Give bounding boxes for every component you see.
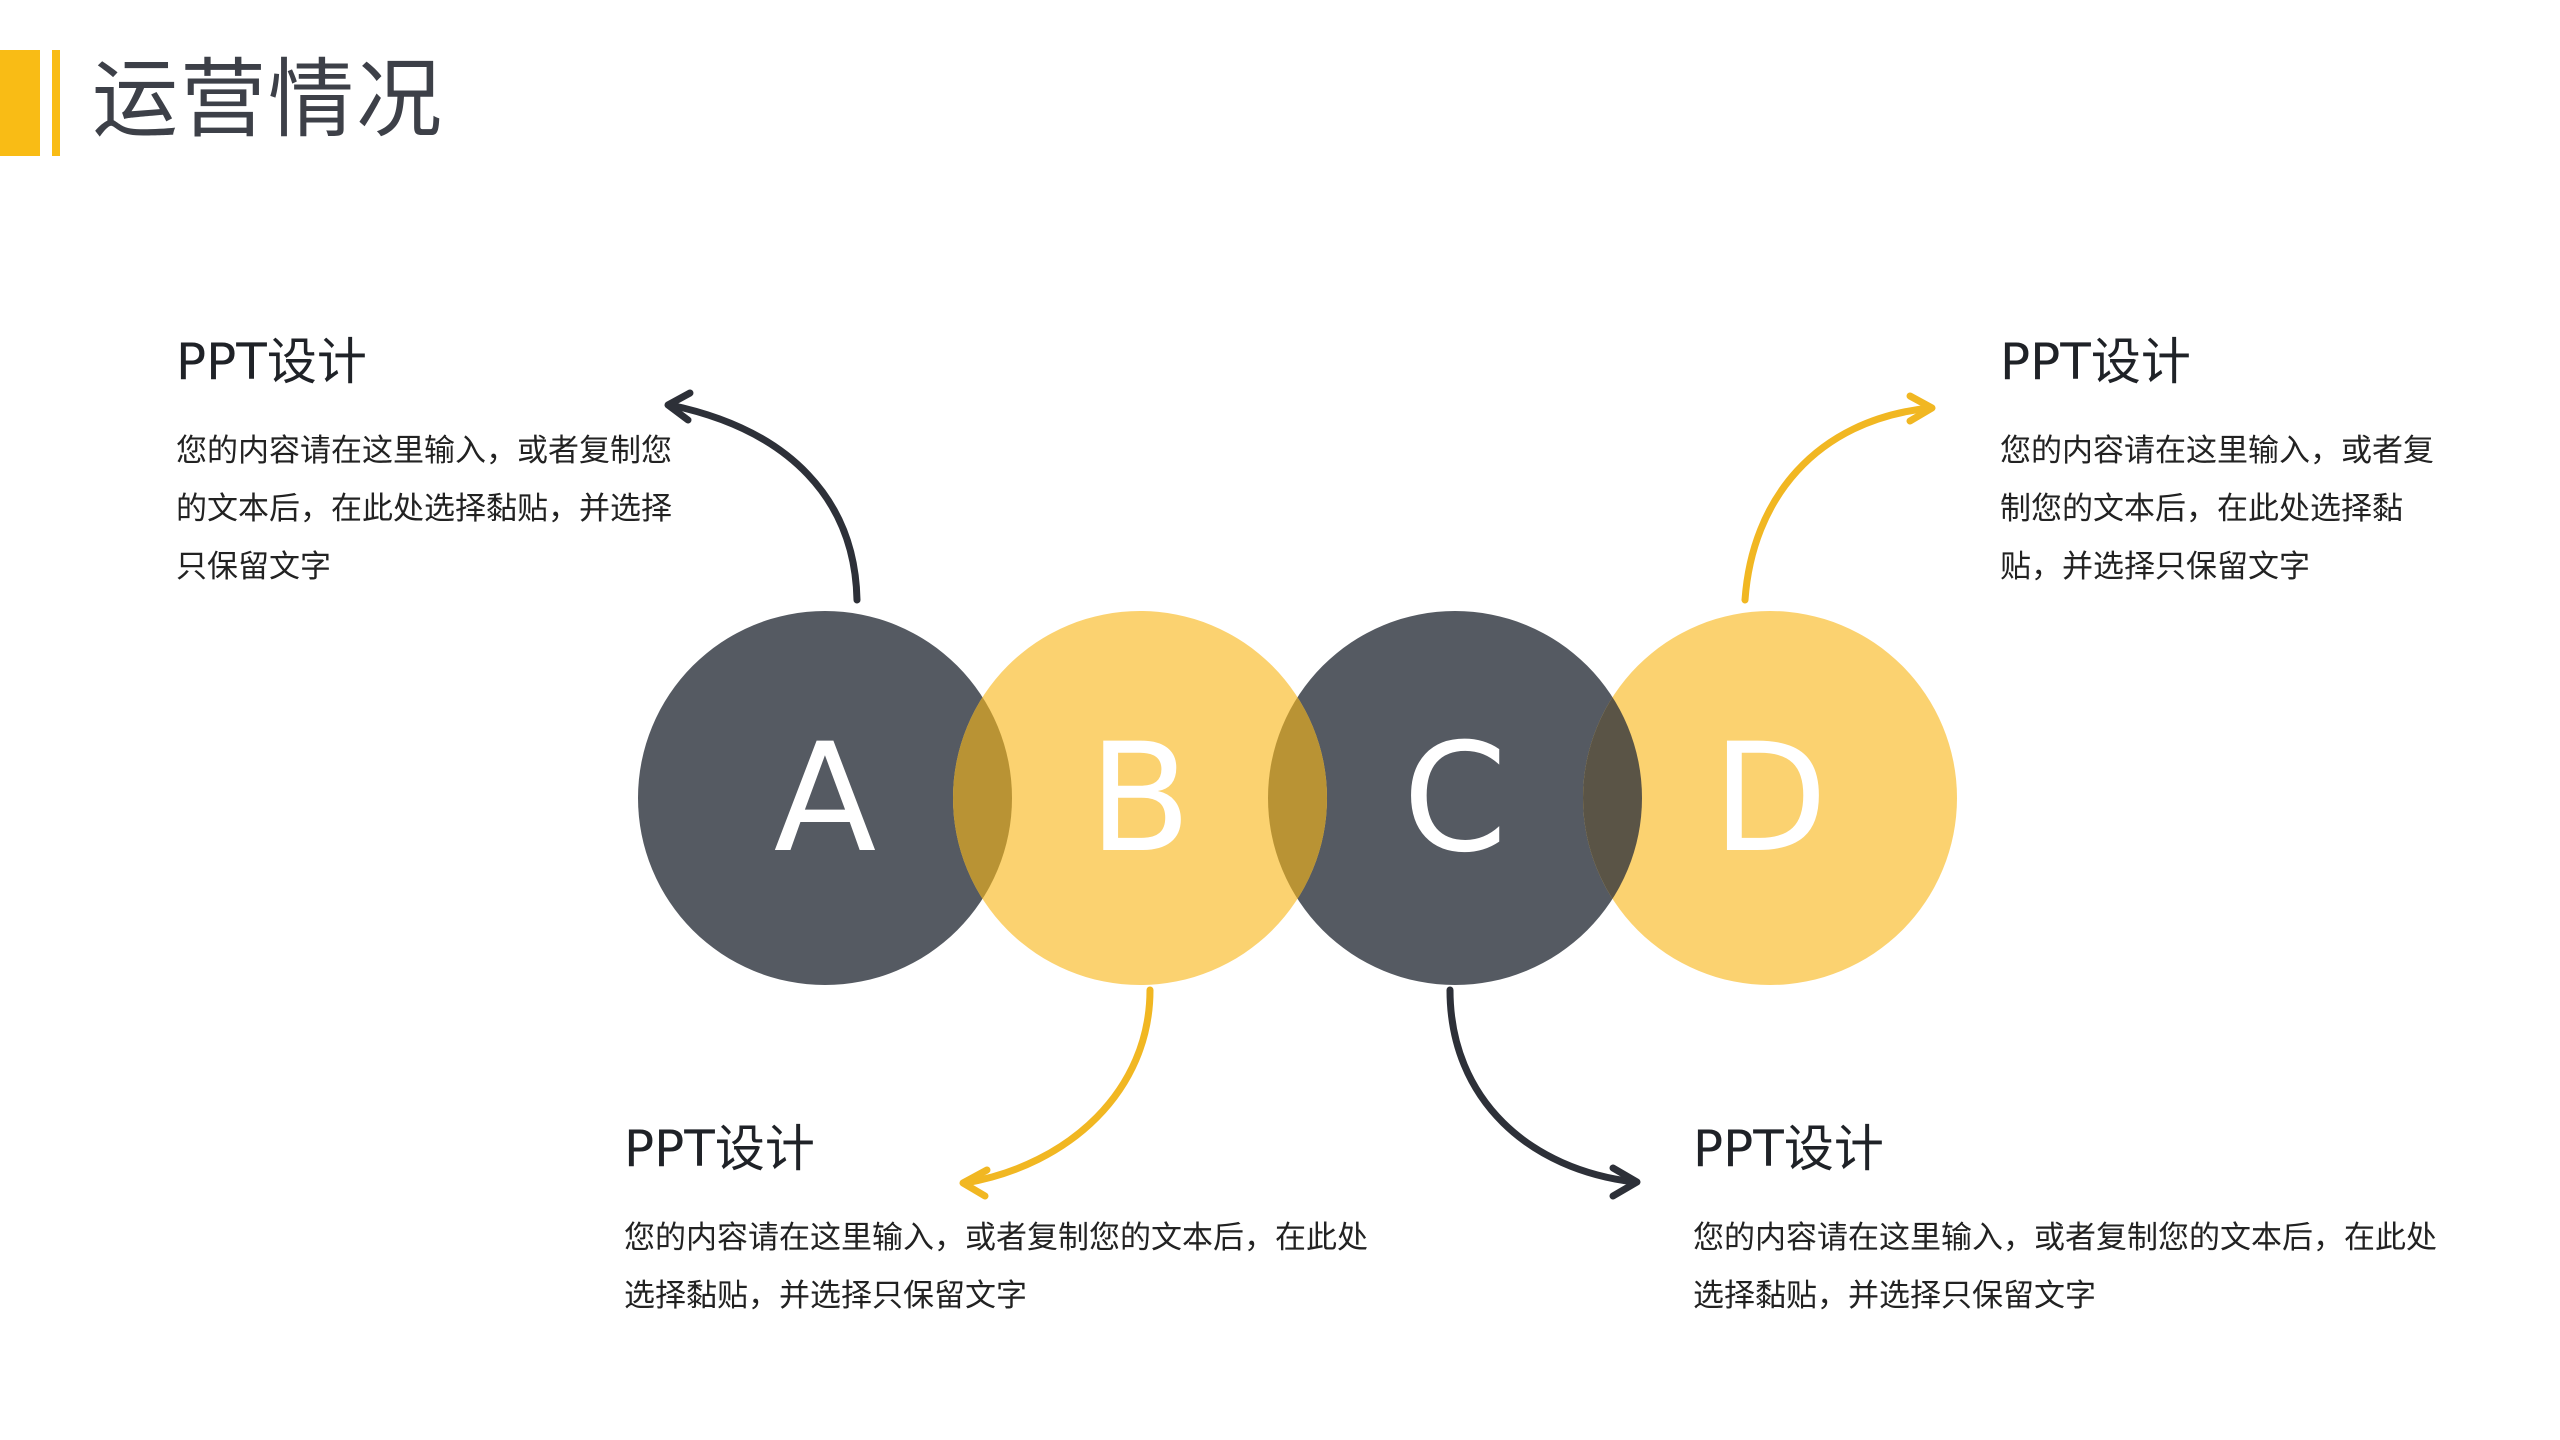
title-accent-bar <box>0 50 40 156</box>
block-b-text: 您的内容请在这里输入，或者复制您的文本后，在此处选择黏贴，并选择只保留文字 <box>624 1220 1368 1314</box>
circle-d <box>1583 611 1957 985</box>
circle-a <box>638 611 1012 985</box>
text-block-b: PPT设计 您的内容请在这里输入，或者复制您的文本后，在此处选择黏贴，并选择只保… <box>624 1117 1384 1325</box>
text-block-d: PPT设计 您的内容请在这里输入，或者复制您的文本后，在此处选择黏贴，并选择只保… <box>2000 330 2440 596</box>
circle-a-letter: A <box>774 712 877 886</box>
text-block-c: PPT设计 您的内容请在这里输入，或者复制您的文本后，在此处选择黏贴，并选择只保… <box>1693 1117 2453 1325</box>
block-c-title: PPT设计 <box>1693 1120 1884 1178</box>
page-title: 运营情况 <box>92 50 444 150</box>
block-a-title: PPT设计 <box>176 333 367 391</box>
circle-b-letter: B <box>1089 712 1192 886</box>
circle-d-letter: D <box>1712 712 1828 886</box>
block-d-title: PPT设计 <box>2000 333 2191 391</box>
arrow-a <box>664 389 861 604</box>
circle-c-letter: C <box>1403 712 1508 886</box>
title-accent-line <box>52 50 60 156</box>
block-c-text: 您的内容请在这里输入，或者复制您的文本后，在此处选择黏贴，并选择只保留文字 <box>1693 1220 2437 1314</box>
circle-b <box>953 611 1327 985</box>
block-a-text: 您的内容请在这里输入，或者复制您的文本后，在此处选择黏贴，并选择只保留文字 <box>176 433 672 585</box>
arrow-d <box>1741 392 1936 604</box>
circle-c <box>1268 611 1642 985</box>
arrow-c <box>1446 986 1641 1200</box>
block-b-title: PPT设计 <box>624 1120 815 1178</box>
arrow-b <box>959 986 1154 1200</box>
text-block-a: PPT设计 您的内容请在这里输入，或者复制您的文本后，在此处选择黏贴，并选择只保… <box>176 330 676 596</box>
block-d-text: 您的内容请在这里输入，或者复制您的文本后，在此处选择黏贴，并选择只保留文字 <box>2000 433 2434 585</box>
